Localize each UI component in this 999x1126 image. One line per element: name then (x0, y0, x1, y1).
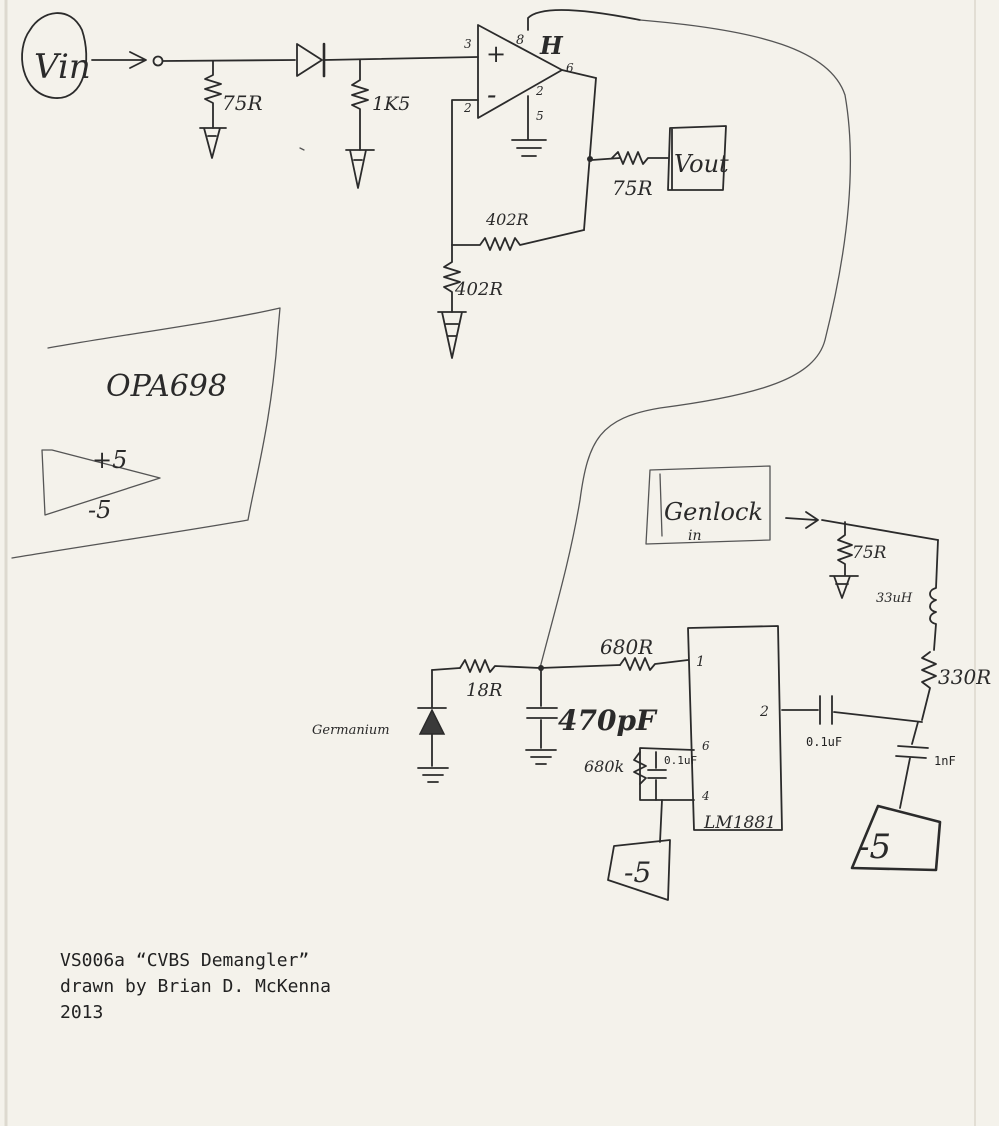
resistor-1k5-label: 1K5 (372, 93, 410, 115)
credit-block: VS006a “CVBS Demangler” drawn by Brian D.… (60, 948, 331, 1026)
resistor-18r (459, 659, 541, 673)
capacitor-0-1uf-small-label: 0.1uF (664, 754, 697, 767)
resistor-330r-label: 330R (938, 665, 991, 689)
lm1881-pin2: 2 (759, 704, 769, 720)
opamp-pin2: 2 (463, 101, 472, 115)
resistor-680r (619, 657, 689, 671)
capacitor-470pf-label: 470pF (558, 704, 658, 737)
note-supply-negative: -5 (88, 496, 111, 524)
negative-supply-right-label: -5 (858, 827, 891, 867)
vout-label: Vout (674, 150, 729, 178)
opamp-plus: + (486, 40, 506, 68)
pin6-rc-network (633, 747, 695, 843)
lm1881-pin1: 1 (696, 654, 705, 670)
resistor-680k-label: 680k (584, 757, 624, 776)
genlock-terminal (645, 465, 771, 545)
opamp-pin3: 3 (464, 37, 472, 51)
opamp-pin8: 8 (516, 33, 524, 48)
feedback-resistor-402r (451, 229, 585, 251)
negative-supply-right (850, 804, 942, 872)
credit-year: 2013 (60, 1002, 104, 1023)
opa698-note-box (11, 307, 281, 559)
credit-title: VS006a “CVBS Demangler” (60, 950, 310, 971)
resistor-330r (921, 651, 937, 721)
resistor-18r-label: 18R (466, 680, 502, 701)
junction-node (538, 665, 544, 671)
lm1881-pin6: 6 (702, 739, 710, 753)
opamp-minus: - (487, 78, 496, 111)
genlock-sub-label: in (688, 528, 702, 544)
opamp-pin6: 6 (566, 61, 574, 75)
input-resistor-label: 75R (222, 91, 263, 115)
opamp-pin-h: H (539, 31, 564, 60)
feedback-resistor-label: 402R (485, 210, 529, 229)
output-node (587, 156, 593, 162)
gain-resistor-label: 402R (454, 279, 503, 300)
connecting-wire (539, 19, 851, 669)
capacitor-0-1uf-label: 0.1uF (806, 735, 842, 749)
germanium-label: Germanium (312, 723, 390, 738)
negative-supply-bottom (607, 839, 671, 901)
inductor-33uh (929, 539, 939, 651)
germanium-diode (417, 669, 449, 783)
opa698-opamp (477, 24, 597, 119)
genlock-resistor-label: 75R (852, 543, 887, 563)
capacitor-1nf-label: 1nF (934, 754, 956, 768)
output-resistor-label: 75R (612, 176, 653, 200)
output-resistor-75r (611, 151, 669, 165)
opamp-pin5: 5 (536, 109, 544, 123)
negative-supply-bottom-label: -5 (624, 856, 651, 889)
lm1881-pin4: 4 (701, 789, 710, 803)
resistor-1k5 (345, 59, 375, 189)
capacitor-0-1uf (781, 695, 923, 725)
input-resistor-75r (199, 60, 227, 159)
vin-terminal: Vin (21, 12, 91, 99)
genlock-label: Genlock (664, 498, 763, 526)
resistor-680r-label: 680R (600, 635, 653, 659)
opa698-note-title: OPA698 (106, 369, 227, 404)
vin-label: Vin (34, 47, 91, 87)
opamp-pin2-label: 2 (535, 84, 544, 98)
note-supply-positive: +5 (92, 446, 127, 474)
gain-resistor-402r (437, 244, 467, 359)
lm1881-chip (687, 625, 783, 831)
capacitor-1nf (895, 721, 929, 809)
genlock-resistor-75r (829, 521, 859, 599)
capacitor-470pf (525, 669, 558, 765)
lm1881-name: LM1881 (703, 813, 776, 833)
inductor-label: 33uH (876, 591, 913, 606)
vout-terminal (667, 125, 727, 191)
credit-author: drawn by Brian D. McKenna (60, 976, 331, 997)
